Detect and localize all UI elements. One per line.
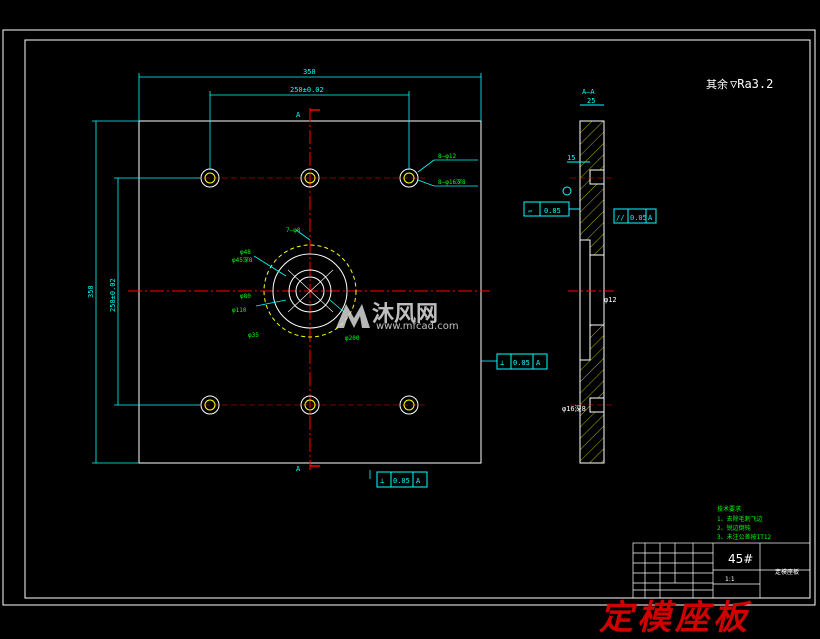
mounting-hole: [200, 395, 220, 415]
watermark-url: www.mfcad.com: [376, 321, 459, 332]
part-name: 定模座板: [775, 568, 799, 576]
svg-text:1、去除毛刺飞边: 1、去除毛刺飞边: [717, 515, 763, 523]
center-callout: φ45深8: [232, 256, 253, 264]
inner-border: [24, 39, 811, 599]
plate-front-view: 350 250±0.02 350 250±0.02 8—φ12 8—φ16深8 …: [87, 68, 548, 488]
dim-hole-spacing-y: 250±0.02: [109, 278, 117, 312]
section-marker-top: A: [296, 111, 301, 119]
tolerance-frame: ▱ 0.05: [523, 201, 570, 217]
hole-callout: 8—φ16深8: [438, 178, 466, 186]
dim-step-depth: 15: [567, 154, 575, 162]
center-callout: φ35: [248, 332, 259, 339]
svg-text:A: A: [648, 214, 653, 222]
svg-text://: //: [616, 214, 624, 222]
section-view: A—A 25 15 ▱ 0.05 // 0.05 A φ12 φ16深8: [523, 88, 657, 464]
title-block: [632, 542, 811, 599]
svg-text:0.05: 0.05: [630, 214, 647, 222]
material-label: 45#: [728, 552, 753, 566]
svg-text:0.05: 0.05: [513, 359, 530, 367]
tolerance-frame: ⊥ 0.05 A: [496, 353, 548, 370]
svg-text:A: A: [536, 359, 541, 367]
center-callout: φ80: [240, 293, 251, 300]
tech-requirements: 技术要求 1、去除毛刺飞边 2、锐边倒钝 3、未注公差按IT12: [717, 505, 771, 541]
outer-border: [2, 29, 816, 606]
center-callout: φ110: [232, 307, 247, 314]
roughness-value: ▽Ra3.2: [730, 77, 773, 91]
scale-label: 1:1: [725, 576, 735, 583]
svg-text:3、未注公差按IT12: 3、未注公差按IT12: [717, 533, 771, 541]
tolerance-frame: ⊥ 0.05 A: [376, 471, 428, 488]
dimension-lines: [92, 73, 497, 479]
svg-text:⊥: ⊥: [380, 477, 384, 485]
dim-overall-height: 350: [87, 285, 95, 298]
dim-thickness: 25: [587, 97, 595, 105]
side-note: φ16深8: [562, 404, 586, 413]
svg-text:A: A: [416, 477, 421, 485]
svg-text:▱: ▱: [528, 207, 533, 215]
watermark-text: 沐风网: [372, 302, 439, 327]
center-boss: [263, 244, 357, 338]
tolerance-frame: // 0.05 A: [613, 208, 657, 224]
svg-text:⊥: ⊥: [500, 359, 504, 367]
svg-text:0.05: 0.05: [393, 477, 410, 485]
mounting-hole: [300, 395, 320, 415]
dim-hole-spacing-x: 250±0.02: [290, 86, 324, 94]
svg-text:技术要求: 技术要求: [717, 505, 741, 513]
page-title: 定模座板: [599, 598, 751, 638]
roughness-prefix: 其余: [706, 77, 728, 91]
section-marker-bottom: A: [296, 465, 301, 473]
center-hole-note: 7—φ8: [286, 227, 301, 234]
center-callout: φ200: [345, 335, 360, 342]
mounting-hole: [399, 395, 419, 415]
hole-callout: 8—φ12: [438, 153, 456, 160]
svg-text:0.05: 0.05: [544, 207, 561, 215]
mfcad-logo-icon: [336, 304, 370, 328]
dim-overall-width: 350: [303, 68, 316, 76]
svg-text:2、锐边倒钝: 2、锐边倒钝: [717, 524, 751, 532]
mounting-hole: [300, 168, 320, 188]
side-note: φ12: [604, 296, 617, 304]
watermark: 沐风网 www.mfcad.com: [332, 296, 492, 336]
section-label: A—A: [582, 88, 595, 96]
center-callout: φ48: [240, 249, 251, 256]
